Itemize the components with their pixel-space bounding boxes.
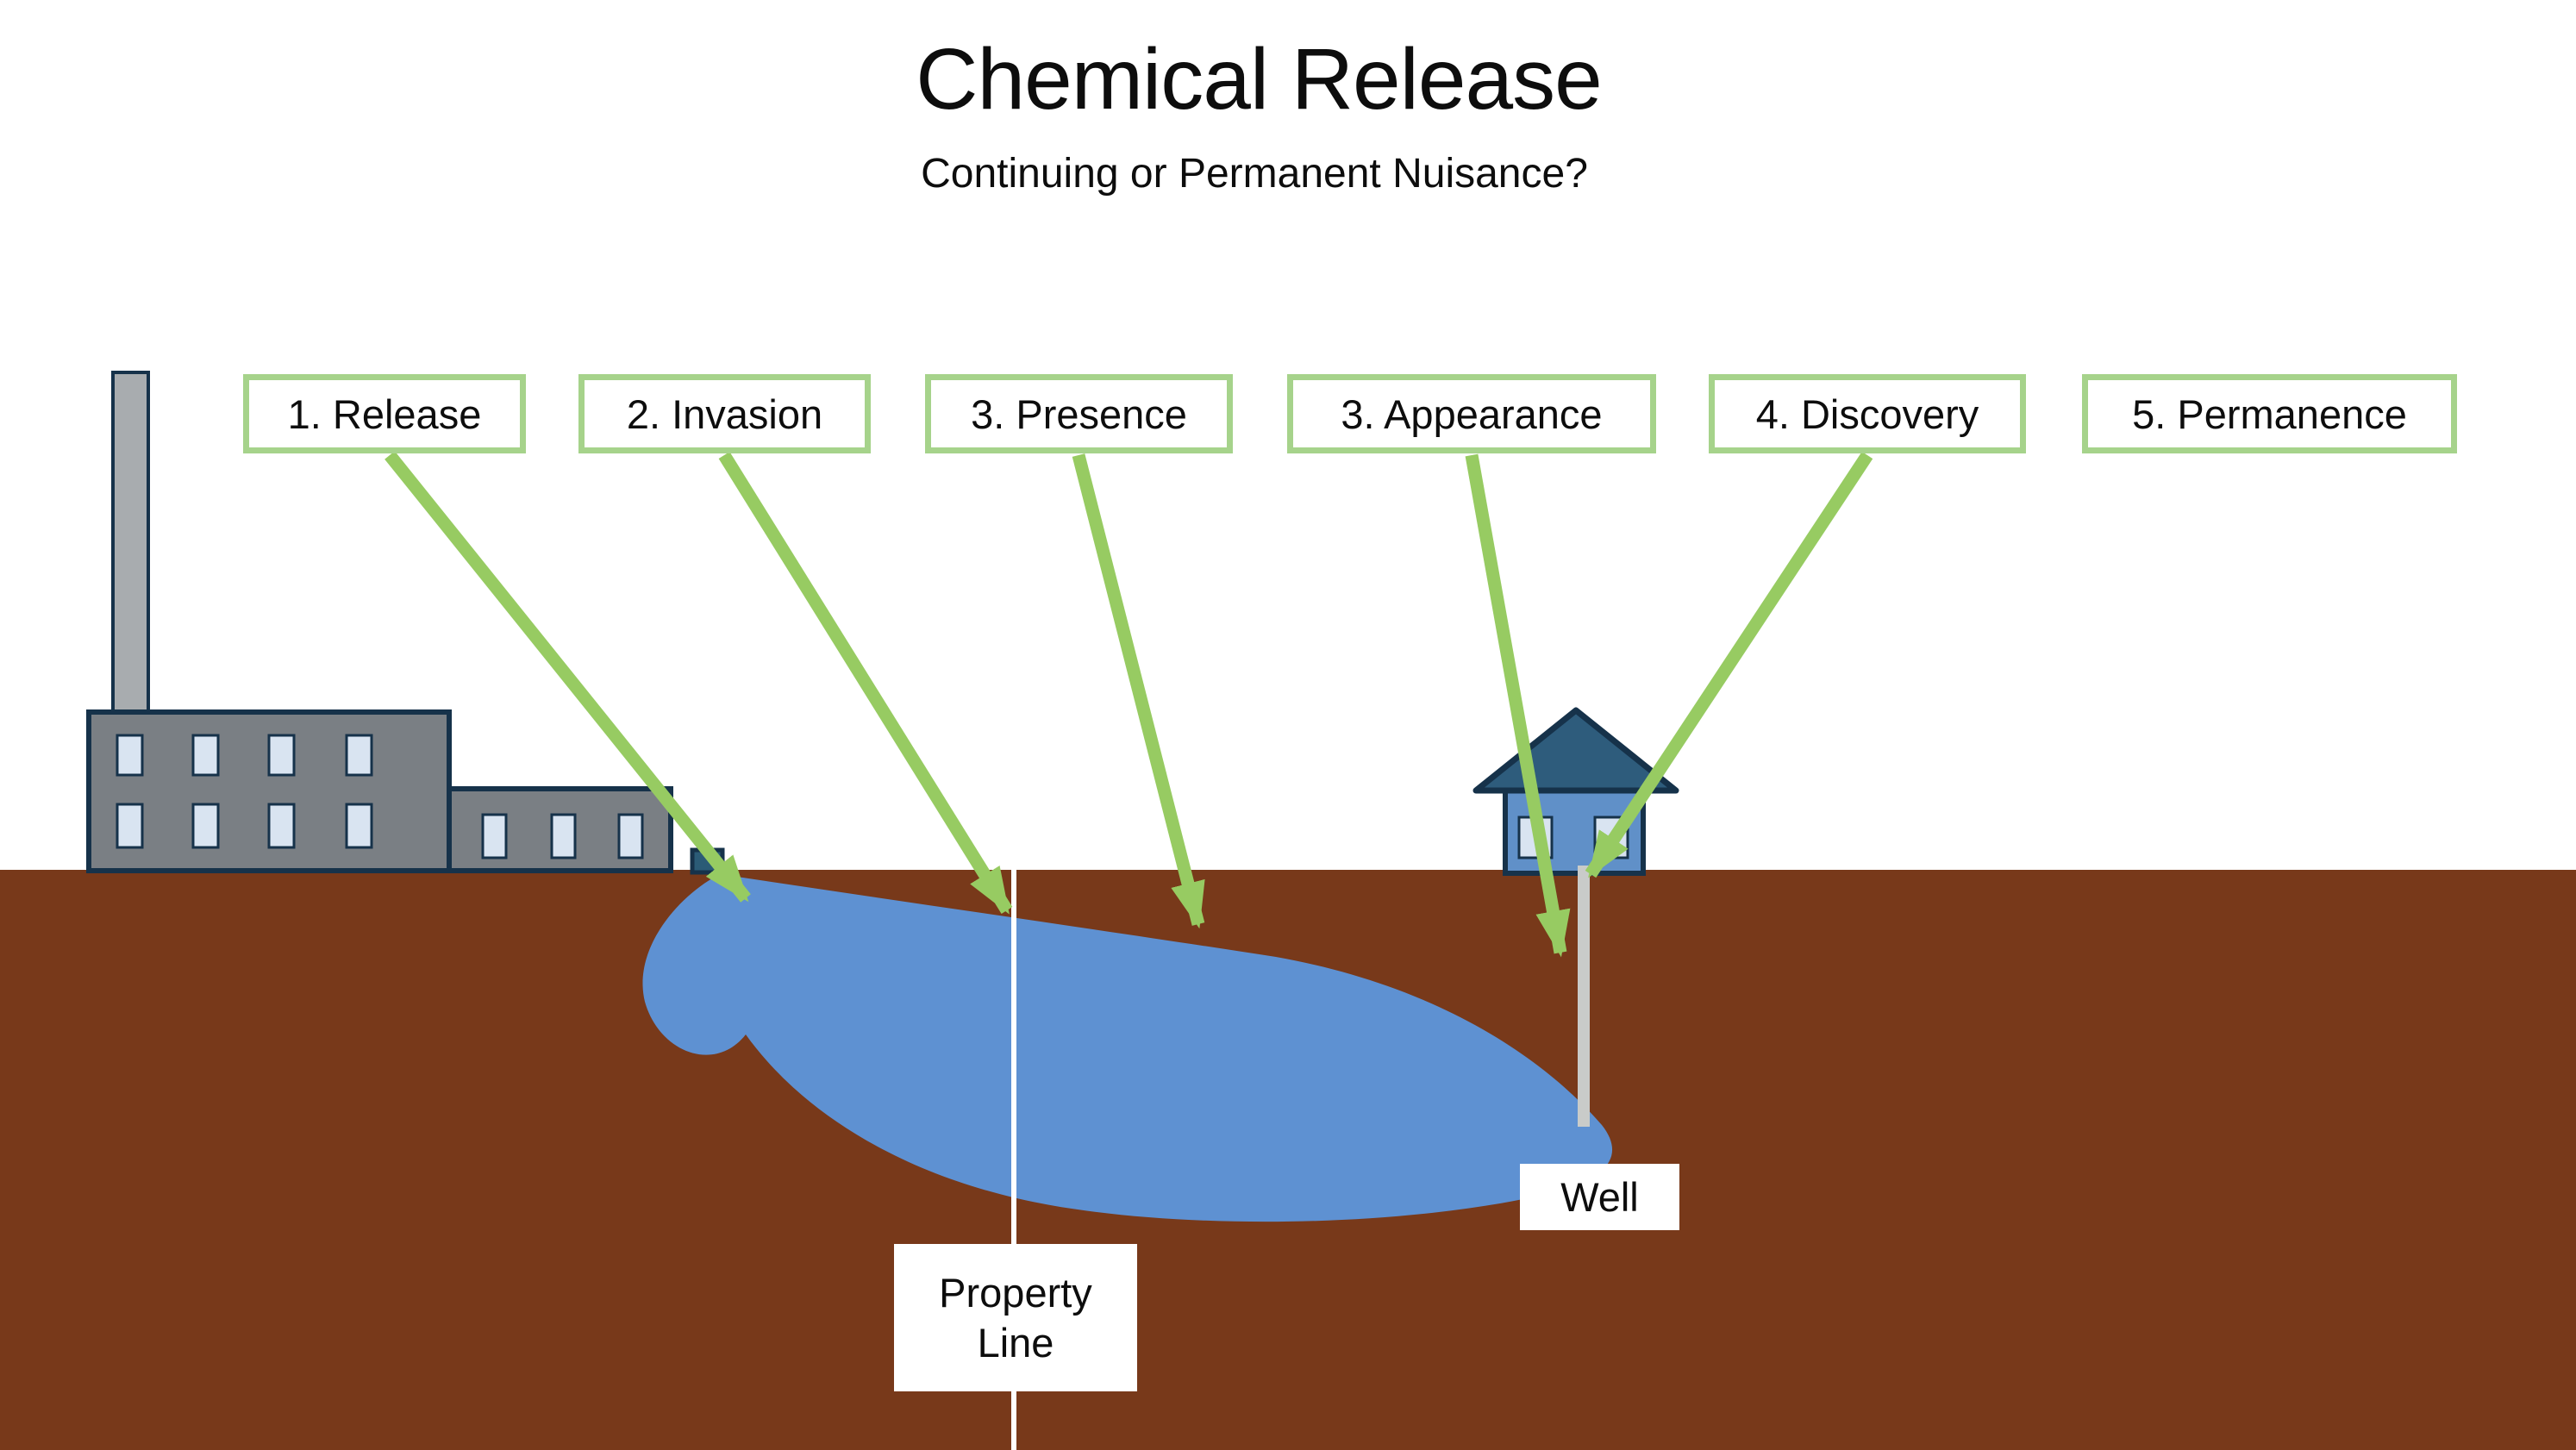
stage-label-discovery: 4. Discovery bbox=[1709, 374, 2026, 453]
factory bbox=[86, 371, 725, 875]
annotation-arrows bbox=[385, 451, 1873, 958]
stage-label-release: 1. Release bbox=[243, 374, 526, 453]
property-line bbox=[1011, 870, 1016, 1450]
page-subtitle: Continuing or Permanent Nuisance? bbox=[921, 151, 1588, 197]
arrow-release bbox=[385, 451, 751, 903]
house-roof bbox=[1472, 707, 1679, 794]
stage-label-presence: 3. Presence bbox=[925, 374, 1233, 453]
stage-label-permanence: 5. Permanence bbox=[2082, 374, 2457, 453]
factory-windows bbox=[116, 734, 644, 859]
property-line-label: Property Line bbox=[894, 1244, 1137, 1391]
stage-label-appearance: 3. Appearance bbox=[1287, 374, 1656, 453]
well-pipe bbox=[1578, 866, 1590, 1127]
arrow-discovery bbox=[1585, 451, 1873, 878]
stage-label-invasion: 2. Invasion bbox=[578, 374, 871, 453]
chemical-plume bbox=[642, 874, 1613, 1222]
well-label: Well bbox=[1520, 1164, 1679, 1230]
page-title: Chemical Release bbox=[916, 31, 1602, 128]
factory-chimney bbox=[111, 371, 150, 719]
arrow-presence bbox=[1072, 453, 1205, 929]
arrow-invasion bbox=[718, 452, 1013, 915]
arrow-appearance bbox=[1465, 453, 1571, 958]
